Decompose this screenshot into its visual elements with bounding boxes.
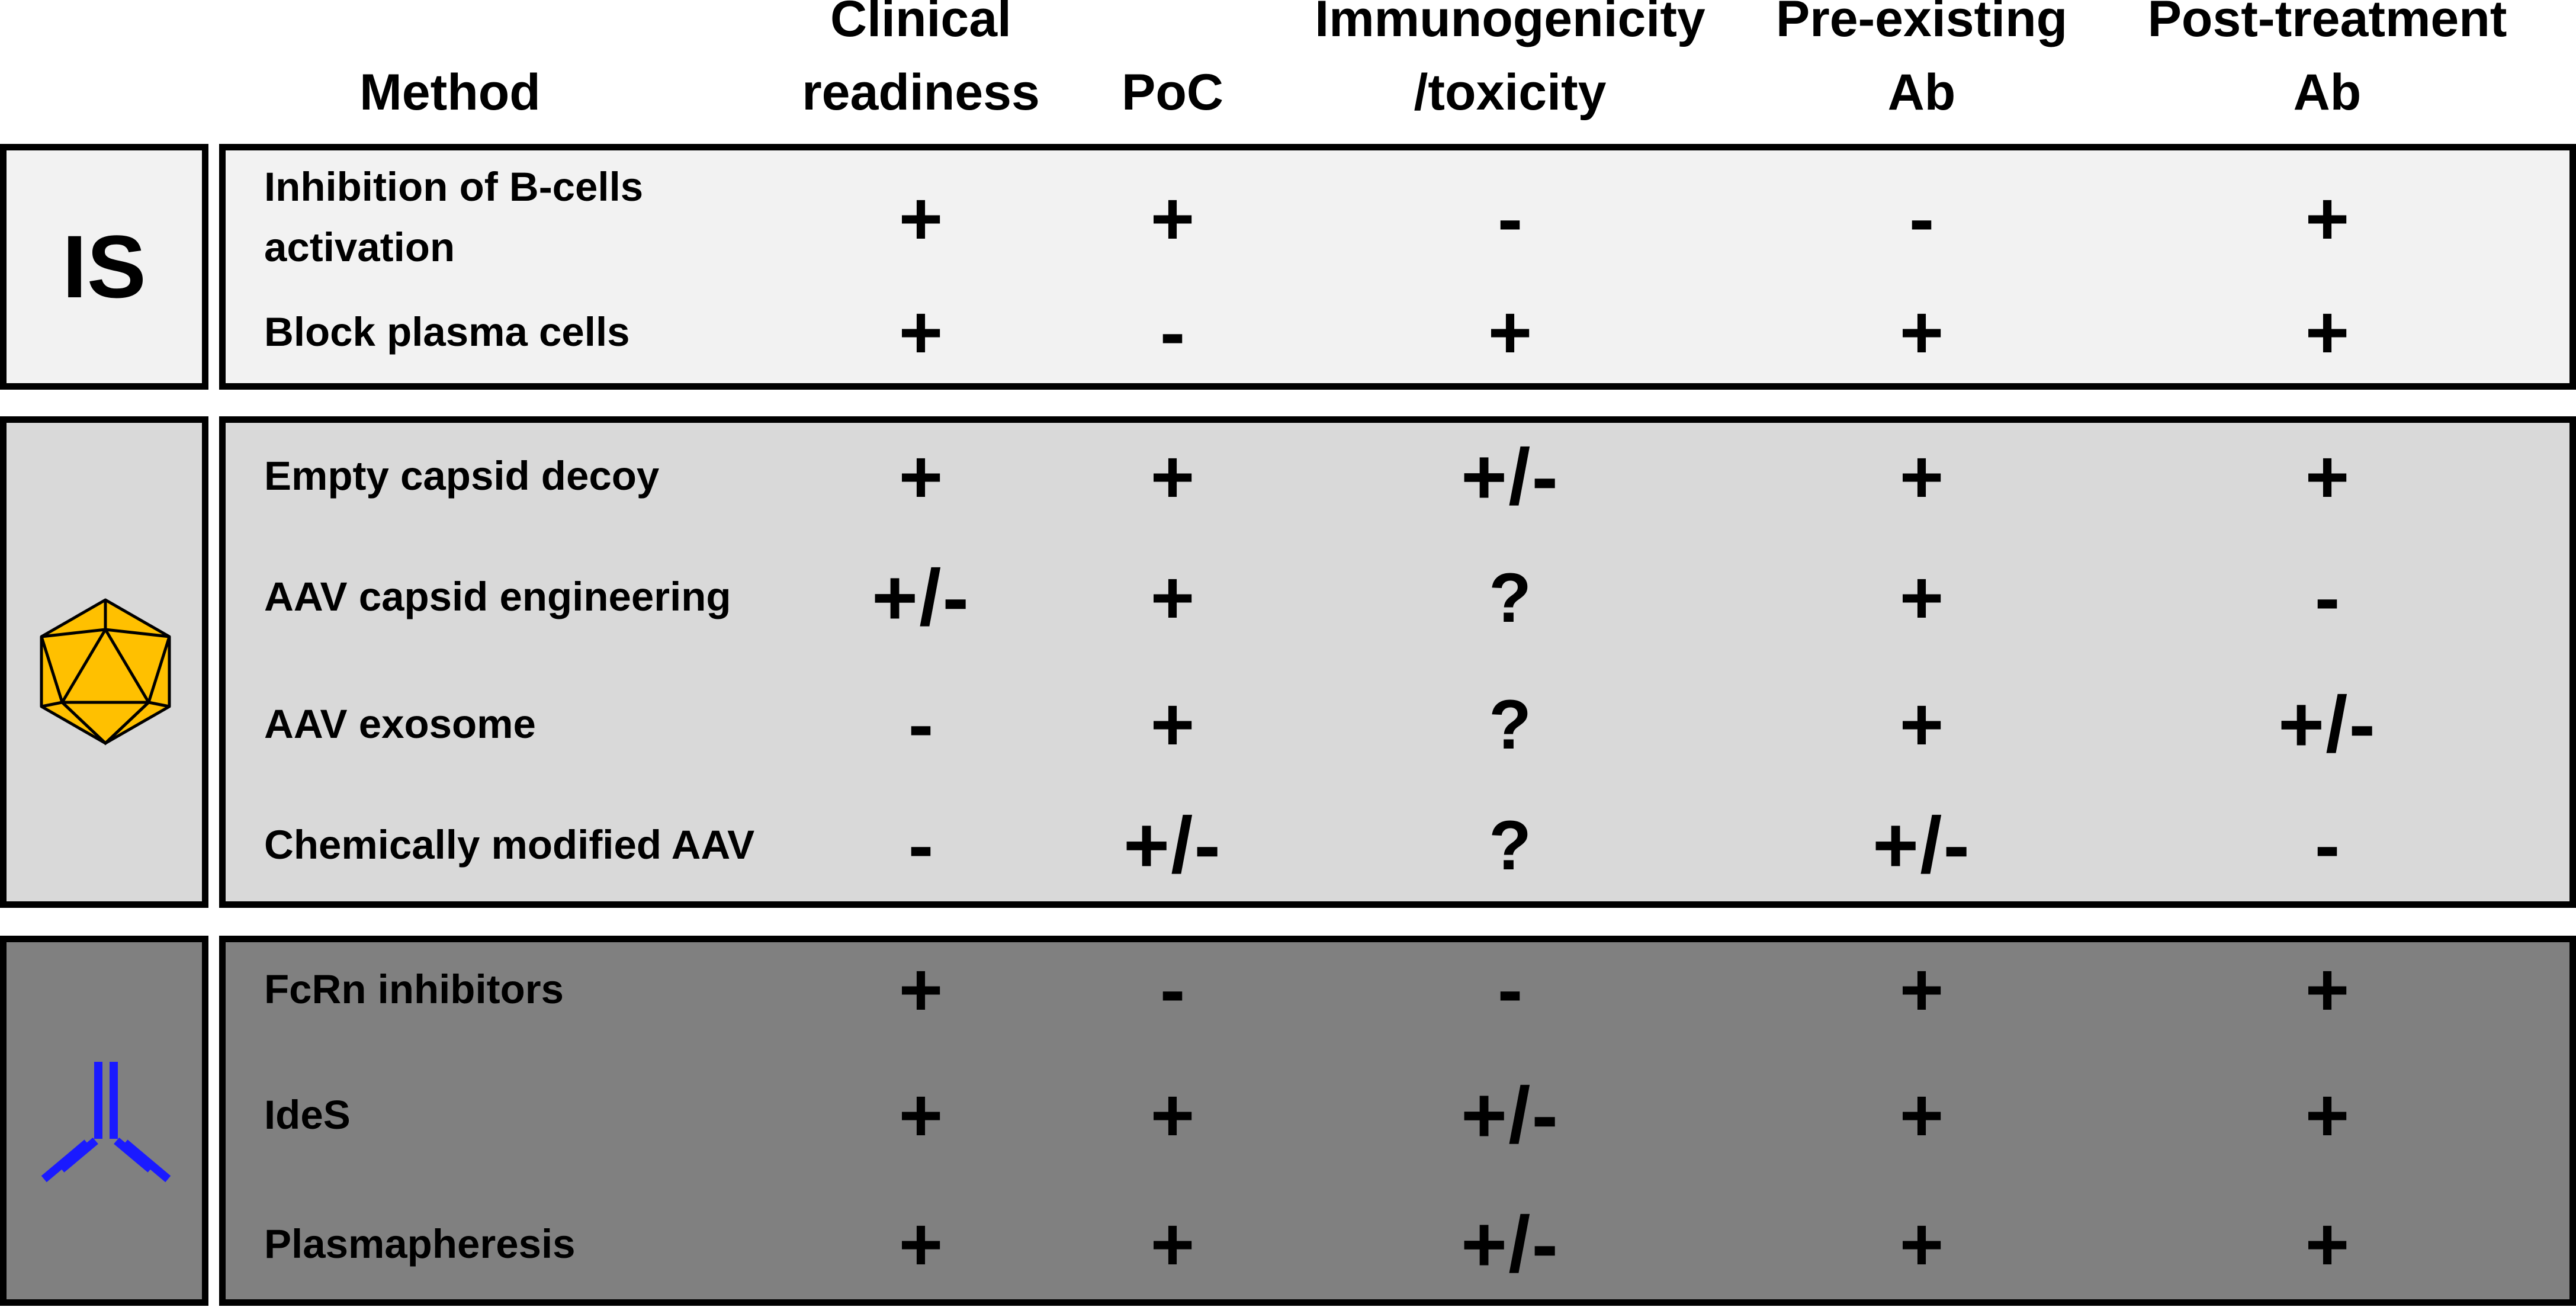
cell-pre-existing-ab: + bbox=[1899, 435, 1944, 519]
cell-post-treatment-ab: + bbox=[2305, 1202, 2350, 1287]
cell-clinical-readiness: + bbox=[898, 1073, 943, 1158]
cell-pre-existing-ab: + bbox=[1899, 555, 1944, 640]
cell-post-treatment-ab: + bbox=[2305, 1073, 2350, 1158]
group-is-panel bbox=[219, 144, 2576, 390]
header-method: Method bbox=[359, 64, 541, 121]
cell-immunogenicity-toxicity: ? bbox=[1488, 686, 1532, 764]
antibody-icon bbox=[41, 1062, 171, 1183]
cell-poc: + bbox=[1150, 555, 1195, 640]
cell-clinical-readiness: + bbox=[898, 176, 943, 261]
cell-pre-existing-ab: + bbox=[1899, 682, 1944, 767]
cell-clinical-readiness: + bbox=[898, 948, 943, 1032]
header-immunogenicity-toxicity: Immunogenicity /toxicity bbox=[1315, 0, 1705, 121]
cell-post-treatment-ab: + bbox=[2305, 435, 2350, 519]
cell-clinical-readiness: +/- bbox=[871, 554, 971, 642]
group-antibody-panel bbox=[219, 936, 2576, 1306]
cell-poc: - bbox=[1159, 948, 1186, 1032]
group-aav-panel bbox=[219, 416, 2576, 908]
cell-post-treatment-ab: + bbox=[2305, 176, 2350, 261]
method-fcrn-inhibitors: FcRn inhibitors bbox=[264, 966, 564, 1012]
method-chemically-modified-aav: Chemically modified AAV bbox=[264, 822, 755, 868]
cell-post-treatment-ab: +/- bbox=[2278, 680, 2377, 769]
cell-clinical-readiness: - bbox=[908, 682, 934, 767]
header-poc: PoC bbox=[1122, 64, 1223, 121]
cell-pre-existing-ab: + bbox=[1899, 1073, 1944, 1158]
cell-immunogenicity-toxicity: +/- bbox=[1460, 433, 1560, 521]
method-empty-capsid-decoy: Empty capsid decoy bbox=[264, 453, 660, 499]
cell-immunogenicity-toxicity: ? bbox=[1488, 559, 1532, 637]
header-post-treatment-ab: Post-treatment Ab bbox=[2147, 0, 2507, 121]
cell-pre-existing-ab: + bbox=[1899, 1202, 1944, 1287]
method-aav-exosome: AAV exosome bbox=[264, 701, 536, 747]
method-inhibition-of-b-cells: Inhibition of B-cells activation bbox=[264, 164, 644, 270]
cell-clinical-readiness: + bbox=[898, 1202, 943, 1287]
cell-poc: + bbox=[1150, 176, 1195, 261]
cell-poc: + bbox=[1150, 682, 1195, 767]
cell-immunogenicity-toxicity: +/- bbox=[1460, 1200, 1560, 1289]
cell-immunogenicity-toxicity: ? bbox=[1488, 807, 1532, 885]
cell-immunogenicity-toxicity: - bbox=[1497, 948, 1523, 1032]
cell-immunogenicity-toxicity: + bbox=[1488, 290, 1533, 375]
group-antibody-icon-box bbox=[0, 936, 208, 1306]
cell-post-treatment-ab: + bbox=[2305, 948, 2350, 1032]
cell-post-treatment-ab: + bbox=[2305, 290, 2350, 375]
cell-poc: + bbox=[1150, 435, 1195, 519]
cell-clinical-readiness: + bbox=[898, 435, 943, 519]
cell-poc: + bbox=[1150, 1202, 1195, 1287]
cell-post-treatment-ab: - bbox=[2314, 803, 2340, 888]
cell-clinical-readiness: + bbox=[898, 290, 943, 375]
cell-poc: - bbox=[1159, 290, 1186, 375]
cell-immunogenicity-toxicity: +/- bbox=[1460, 1071, 1560, 1160]
header-clinical-readiness: Clinical readiness bbox=[802, 0, 1040, 121]
cell-immunogenicity-toxicity: - bbox=[1497, 176, 1523, 261]
method-aav-capsid-engineering: AAV capsid engineering bbox=[264, 574, 731, 619]
cell-pre-existing-ab: +/- bbox=[1872, 801, 1971, 889]
cell-pre-existing-ab: - bbox=[1909, 176, 1935, 261]
cell-post-treatment-ab: - bbox=[2314, 555, 2340, 640]
group-is-icon-box bbox=[0, 144, 208, 390]
cell-pre-existing-ab: + bbox=[1899, 948, 1944, 1032]
method-block-plasma-cells: Block plasma cells bbox=[264, 309, 630, 355]
cell-pre-existing-ab: + bbox=[1899, 290, 1944, 375]
aav-capsid-icon bbox=[40, 598, 171, 746]
cell-poc: + bbox=[1150, 1073, 1195, 1158]
method-plasmapheresis: Plasmapheresis bbox=[264, 1221, 576, 1267]
method-ides: IdeS bbox=[264, 1092, 351, 1138]
is-label: IS bbox=[62, 217, 146, 316]
cell-clinical-readiness: - bbox=[908, 803, 934, 888]
header-pre-existing-ab: Pre-existing Ab bbox=[1775, 0, 2068, 121]
cell-poc: +/- bbox=[1123, 801, 1222, 889]
